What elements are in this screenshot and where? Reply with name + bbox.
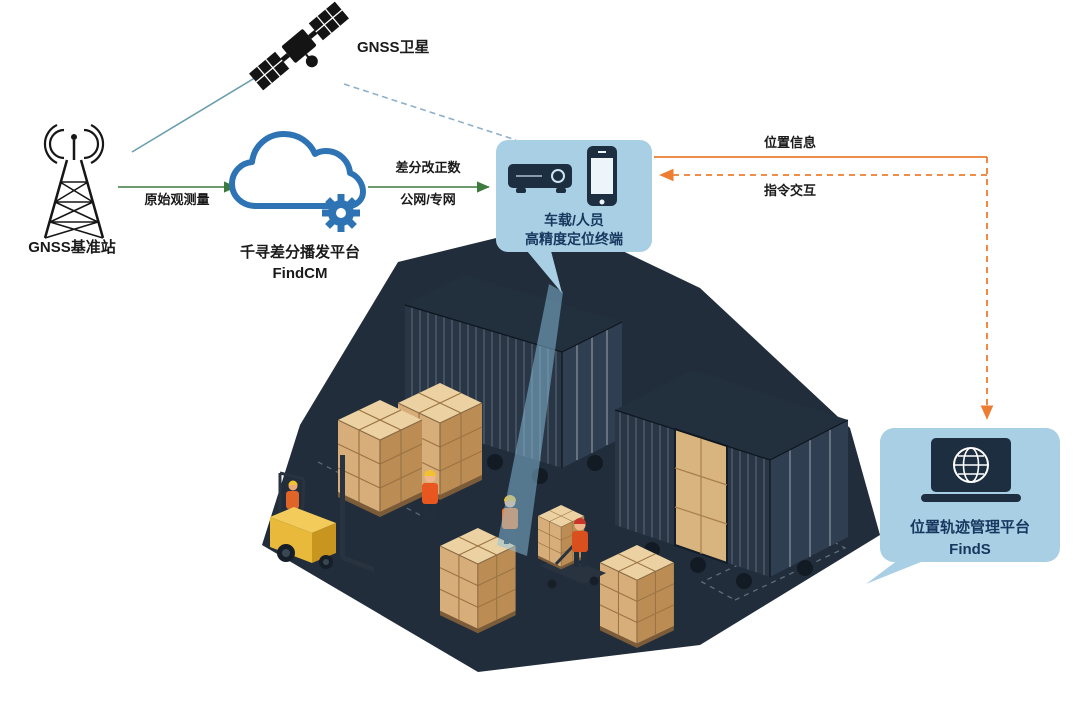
finds-bubble: 位置轨迹管理平台 FindS [866,428,1060,584]
cloud-platform-name: 千寻差分播发平台 [240,243,360,261]
worker [422,470,438,519]
positioning-beam [497,284,563,556]
correction-label-top: 差分改正数 [395,160,461,175]
edge-satellite-to-base [131,69,269,153]
edge-satellite-to-terminal [343,83,517,141]
vehicle-terminal-icon [508,164,572,193]
finds-label-name: 位置轨迹管理平台 [910,518,1030,536]
crate-stack [599,544,675,649]
radio-tower-icon [43,124,105,239]
forklift [270,455,374,572]
terminal-label-line2: 高精度定位终端 [525,231,623,247]
shipping-container-right [614,370,849,577]
terminal-label-line1: 车载/人员 [544,212,604,228]
finds-label-product: FindS [949,541,991,558]
command-exchange-label: 指令交互 [764,183,816,198]
laptop-globe-icon [921,438,1021,502]
raw-observation-label: 原始观测量 [144,192,209,207]
worker [572,518,588,567]
gear-icon [322,194,360,232]
correction-label-bottom: 公网/专网 [400,192,456,207]
cloud-icon [229,131,366,232]
crate-stack [337,399,423,518]
satellite-label: GNSS卫星 [357,39,430,56]
location-info-label: 位置信息 [764,135,816,150]
warehouse-scene [262,222,880,672]
satellite-icon [249,1,349,91]
connectors [118,69,994,420]
cloud-platform-product: FindCM [273,265,328,282]
container-open-door [674,427,728,565]
smartphone-icon [587,146,617,206]
pallet-truck [537,504,606,589]
terminal-bubble: 车载/人员 高精度定位终端 [496,140,652,293]
base-station-label: GNSS基准站 [28,238,116,256]
